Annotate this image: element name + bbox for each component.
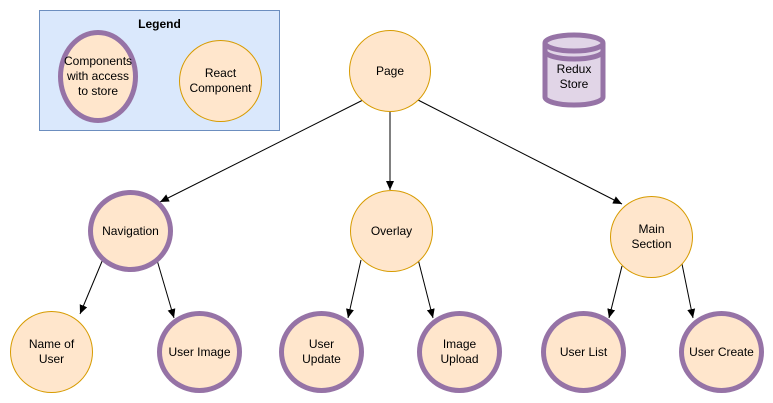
connector-overlay-to-user-update: [346, 259, 362, 319]
redux-store-label: Redux Store: [556, 62, 592, 91]
node-user-update-label: User Update: [302, 337, 341, 366]
node-user-image: User Image: [157, 311, 242, 393]
node-image-upload: Image Upload: [417, 311, 502, 393]
node-user-create: User Create: [679, 311, 764, 393]
connector-page-to-main-section: [417, 99, 623, 205]
connector-overlay-to-image-upload: [417, 258, 435, 319]
node-main-section-label: Main Section: [631, 222, 672, 251]
node-navigation-label: Navigation: [102, 223, 159, 238]
connector-main-section-to-user-list: [607, 265, 623, 319]
legend-store-component-label: Components with access to store: [63, 54, 133, 98]
legend-react-component-node: React Component: [179, 40, 262, 122]
node-user-update: User Update: [279, 311, 364, 393]
connector-navigation-to-user-image: [156, 259, 176, 319]
node-name-of-user: Name of User: [10, 311, 93, 393]
legend-react-component-label: React Component: [189, 66, 252, 95]
legend-box: Legend Components with access to store R…: [39, 10, 280, 131]
node-user-image-label: User Image: [168, 344, 231, 359]
node-main-section: Main Section: [610, 196, 693, 278]
node-page-label: Page: [375, 63, 405, 78]
legend-title: Legend: [138, 17, 181, 31]
connector-navigation-to-name-of-user: [79, 258, 104, 315]
node-user-create-label: User Create: [689, 344, 754, 359]
node-user-list-label: User List: [559, 344, 608, 359]
node-overlay-label: Overlay: [370, 223, 413, 238]
node-name-of-user-label: Name of User: [28, 337, 75, 366]
node-page: Page: [349, 30, 431, 112]
legend-store-component-node: Components with access to store: [58, 30, 138, 123]
connector-main-section-to-user-create: [681, 263, 696, 319]
connector-page-to-navigation: [159, 99, 364, 203]
node-overlay: Overlay: [350, 190, 433, 272]
node-navigation: Navigation: [88, 190, 173, 272]
node-image-upload-label: Image Upload: [440, 337, 479, 366]
redux-store-database-icon: [542, 32, 606, 108]
node-user-list: User List: [541, 311, 626, 393]
